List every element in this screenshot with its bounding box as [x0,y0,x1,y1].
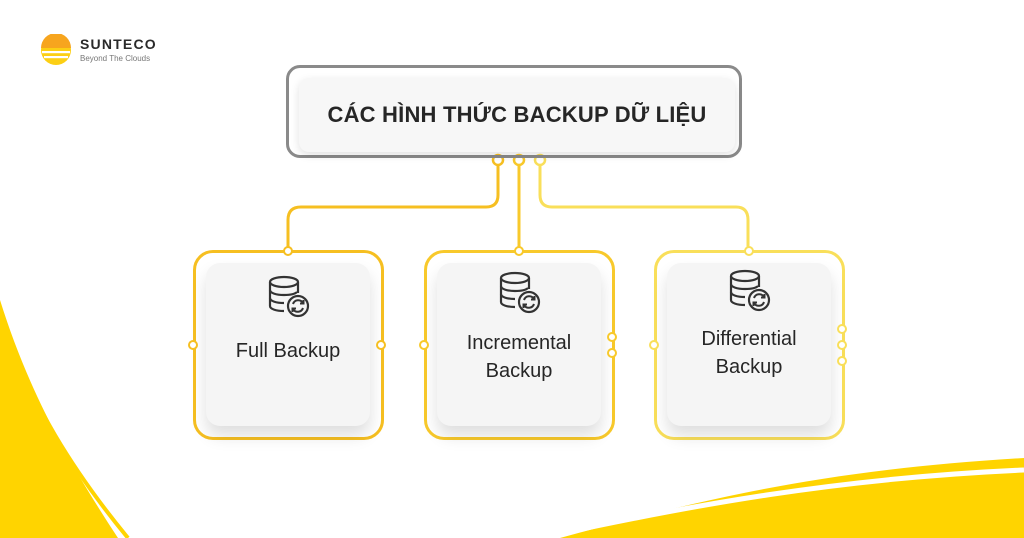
diagram-title: CÁC HÌNH THỨC BACKUP DỮ LIỆU [327,102,707,127]
left-wave [0,300,118,538]
database-sync-icon [729,269,771,312]
brand-tagline: Beyond The Clouds [80,53,151,63]
bottom-wave-outline [539,467,1024,538]
incremental-backup-label: Incremental Backup [466,332,572,382]
node-dot [649,340,659,350]
connector-differential [538,162,750,251]
node-dot [514,246,524,256]
full-backup-label: Full Backup [235,340,341,362]
connector-full [286,162,500,251]
node-dot [376,340,386,350]
sun-logo-icon [40,33,72,66]
brand-logo: SUNTECO Beyond The Clouds [40,33,157,66]
full-backup-card: Full Backup [206,263,370,426]
differential-backup-card: Differential Backup [667,263,831,426]
database-sync-icon [268,275,310,318]
differential-backup-label: Differential Backup [701,328,797,378]
incremental-backup-card: Incremental Backup [437,263,601,426]
node-dot [744,246,754,256]
node-dot [607,348,617,358]
node-dot [283,246,293,256]
left-wave-outline [0,317,130,538]
node-dot [419,340,429,350]
node-dot [837,324,847,334]
node-dot [837,340,847,350]
node-dot [837,356,847,366]
node-dot [188,340,198,350]
title-frame [286,65,742,158]
node-dot [607,332,617,342]
database-sync-icon [499,271,541,314]
brand-name: SUNTECO [80,35,157,52]
title-card: CÁC HÌNH THỨC BACKUP DỮ LIỆU [299,78,735,152]
